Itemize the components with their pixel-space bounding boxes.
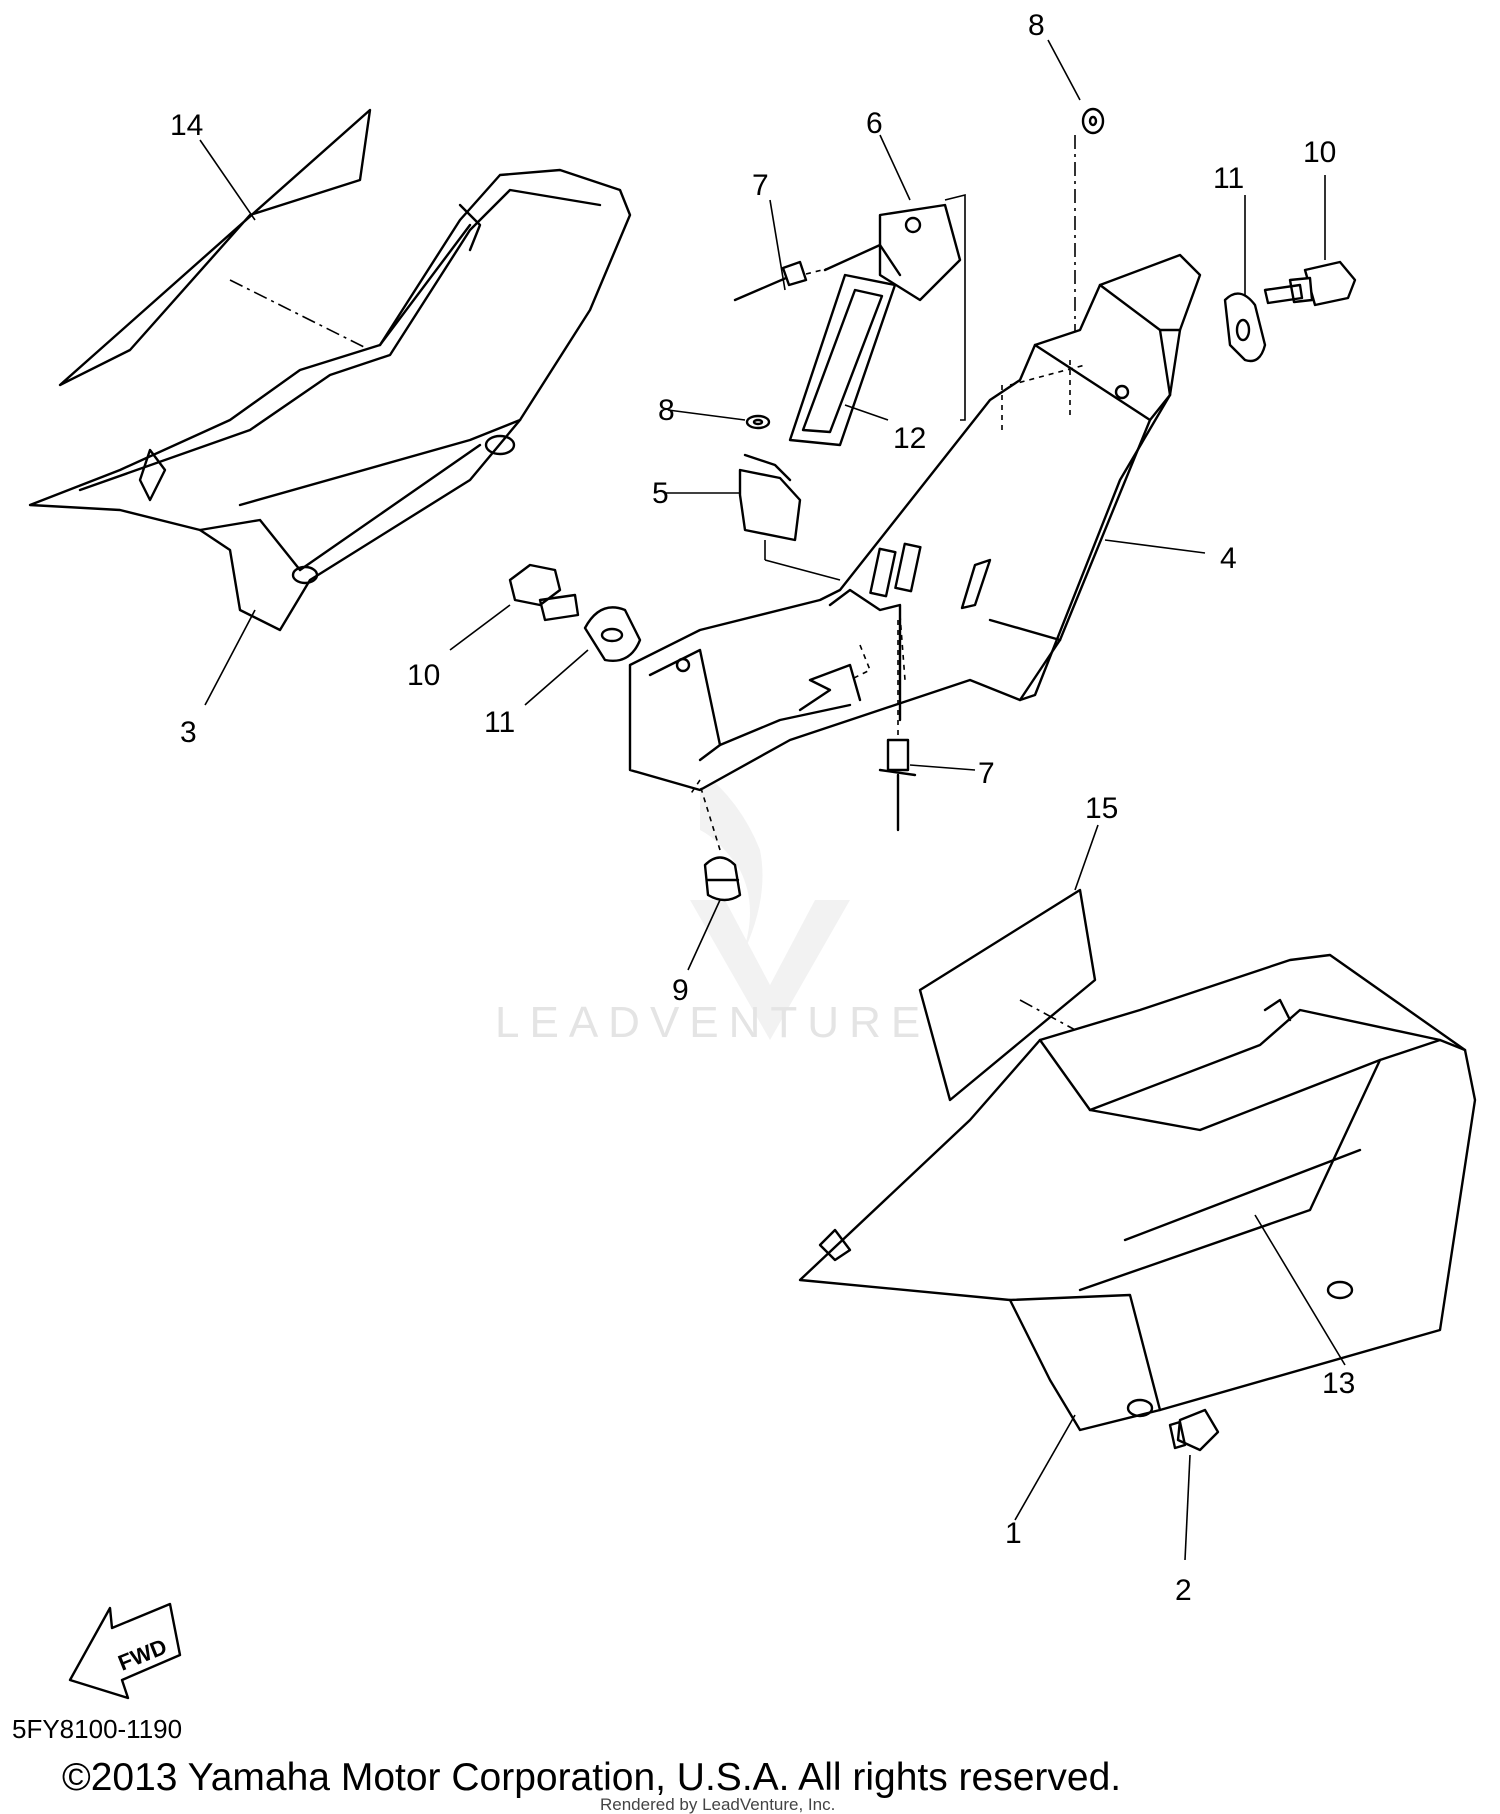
callout-10-right: 10	[1303, 136, 1336, 169]
callout-7-upper: 7	[752, 169, 769, 202]
callout-12: 12	[893, 422, 926, 455]
rendered-by-notice: Rendered by LeadVenture, Inc.	[600, 1795, 835, 1814]
callout-4: 4	[1220, 542, 1237, 575]
callout-14: 14	[170, 109, 203, 142]
part-5-clip	[738, 453, 841, 581]
fwd-arrow-icon	[68, 1602, 182, 1700]
callout-1: 1	[1005, 1517, 1022, 1550]
callout-6: 6	[866, 107, 883, 140]
watermark-logo-icon	[690, 770, 850, 1040]
diagram-code: 5FY8100-1190	[12, 1714, 182, 1744]
part-7-rivet-upper	[733, 260, 831, 302]
callout-10-left: 10	[407, 659, 440, 692]
callout-9: 9	[672, 974, 689, 1007]
callout-8-top: 8	[1028, 9, 1045, 42]
watermark: LEADVENTURE	[495, 770, 930, 1047]
copyright-notice: ©2013 Yamaha Motor Corporation, U.S.A. A…	[62, 1756, 1121, 1799]
part-7-rivet-lower	[878, 620, 917, 832]
part-12-strap	[788, 273, 897, 447]
part-10-bolt-left	[508, 563, 580, 622]
part-1-right-side-cover	[798, 953, 1477, 1432]
part-4-battery-box	[628, 253, 1202, 796]
part-14-decal	[58, 108, 391, 387]
callout-13: 13	[1322, 1367, 1355, 1400]
part-11-grommet-right	[1223, 292, 1267, 363]
part-8-washer-top	[1074, 107, 1105, 360]
part-8-washer-mid	[745, 414, 771, 430]
part-6-bracket	[823, 193, 966, 421]
part-3-left-side-cover	[28, 168, 632, 632]
callout-2: 2	[1175, 1574, 1192, 1607]
fwd-direction-marker: FWD	[68, 1602, 182, 1700]
callout-15: 15	[1085, 792, 1118, 825]
callout-11-right: 11	[1213, 162, 1244, 195]
leader-lines	[199, 39, 1346, 1561]
callouts: 1 2 3 4 5 6 7 7 8 8 9 10 10 11 11 12 13 …	[170, 9, 1355, 1607]
part-10-bolt-right	[1263, 260, 1357, 307]
part-2-screw	[1168, 1408, 1220, 1452]
part-11-grommet-left	[583, 606, 642, 662]
part-9-grommet	[699, 784, 742, 902]
callout-5: 5	[652, 477, 669, 510]
watermark-text: LEADVENTURE	[495, 998, 930, 1047]
callout-3: 3	[180, 716, 197, 749]
callout-11-left: 11	[484, 706, 515, 739]
callout-8-mid: 8	[658, 394, 675, 427]
callout-7-lower: 7	[978, 757, 995, 790]
